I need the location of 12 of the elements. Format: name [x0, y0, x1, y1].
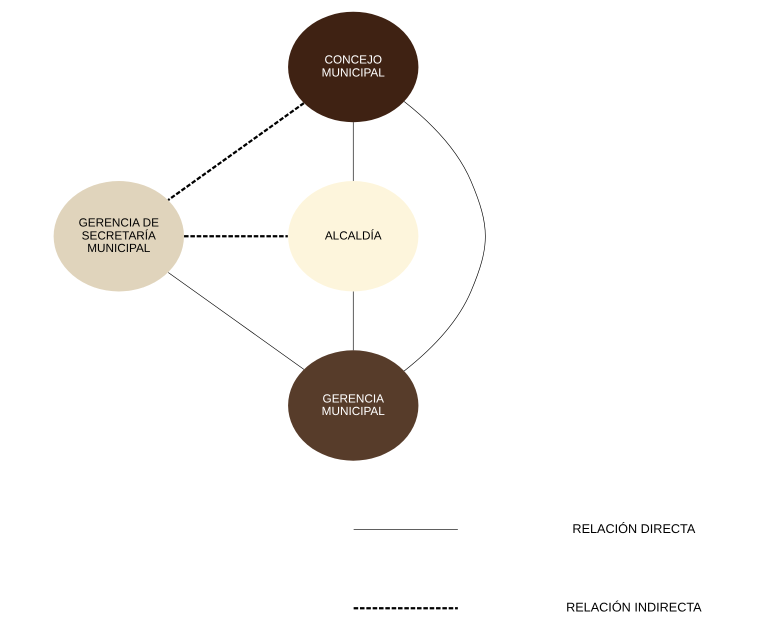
- legend-label: RELACIÓN INDIRECTA: [566, 600, 702, 615]
- node-ellipse: GERENCIA DE SECRETARÍA MUNICIPAL: [53, 181, 184, 292]
- connector: [184, 235, 288, 238]
- connector: [167, 272, 304, 370]
- node-ellipse: ALCALDÍA: [288, 181, 418, 292]
- legend-label: RELACIÓN DIRECTA: [572, 522, 695, 536]
- connector: [403, 101, 486, 372]
- connector: [167, 102, 304, 201]
- node-ellipse: CONCEJO MUNICIPAL: [288, 12, 418, 122]
- connector: [352, 291, 354, 351]
- node-ellipse: GERENCIA MUNICIPAL: [288, 350, 418, 461]
- connector: [352, 122, 354, 182]
